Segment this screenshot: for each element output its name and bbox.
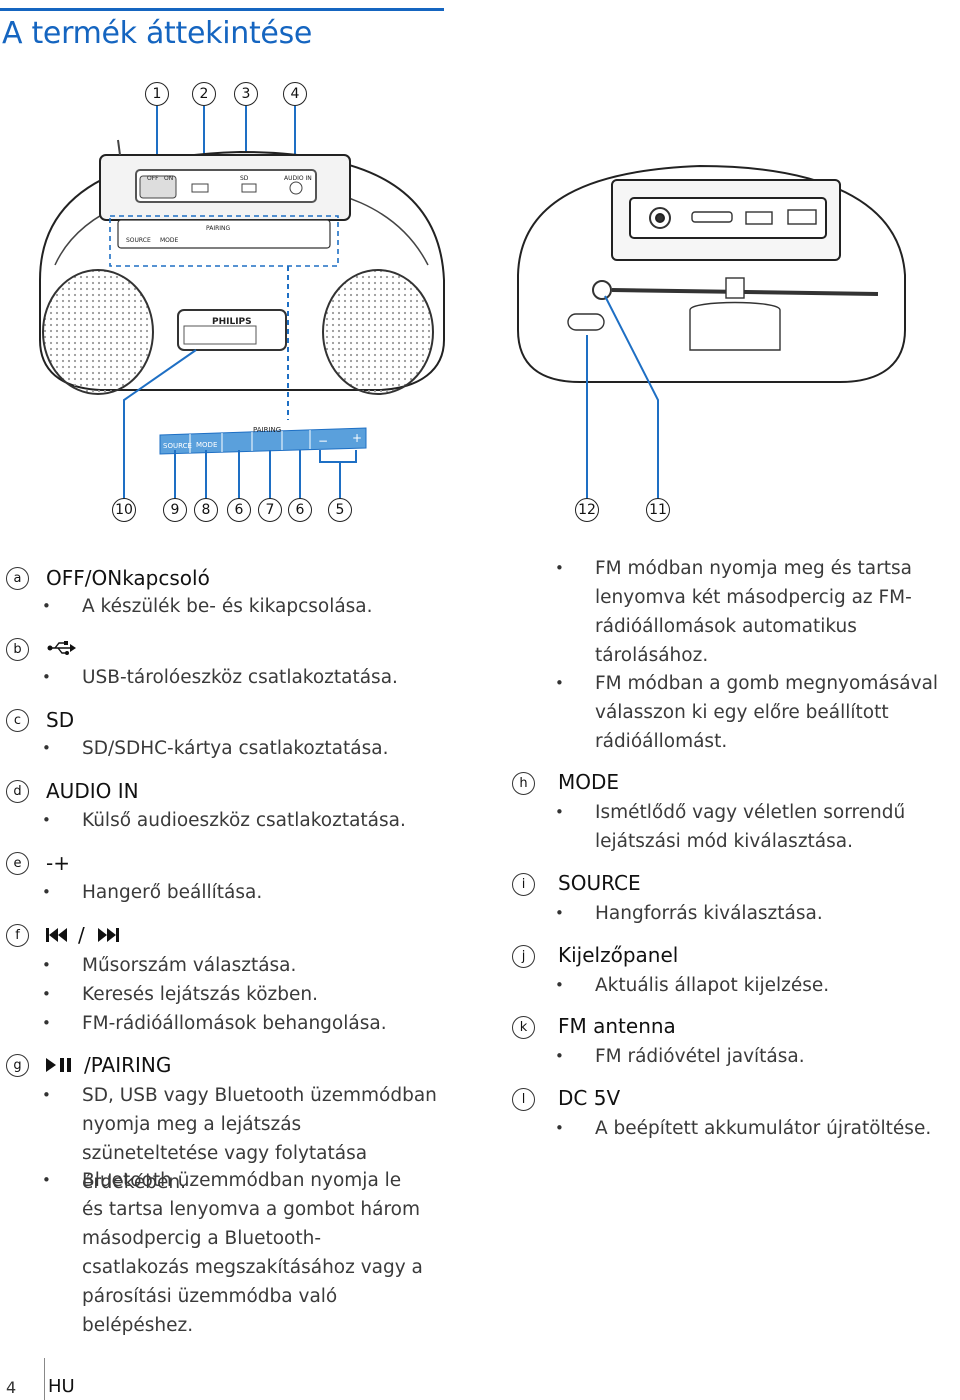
boombox-front	[39, 139, 445, 395]
item-num-1: a	[6, 567, 29, 590]
item-9-bullet: Hangforrás kiválasztása.	[555, 899, 940, 928]
item-num-5: e	[6, 852, 29, 875]
callout-8: 8	[194, 498, 218, 522]
callout-4: 4	[283, 82, 307, 106]
callout-6a: 6	[227, 498, 251, 522]
language-code: HU	[48, 1376, 75, 1397]
prev-icon	[46, 928, 67, 942]
minus-label: −	[318, 434, 328, 448]
item-8-bullet: Ismétlődő vagy véletlen sorrendű lejátsz…	[555, 798, 940, 856]
callout-3: 3	[234, 82, 258, 106]
brand-label: PHILIPS	[212, 317, 252, 327]
item-5-bullet: Hangerő beállítása.	[42, 878, 422, 907]
page-number: 4	[6, 1378, 17, 1397]
audio-in-label: AUDIO IN	[284, 175, 312, 182]
item-num-8: h	[512, 772, 535, 795]
callout-6b: 6	[288, 498, 312, 522]
item-title-12: DC 5V	[558, 1086, 621, 1110]
page-title: A termék áttekintése	[2, 16, 313, 51]
usb-icon	[47, 641, 76, 655]
button-strip-zoom	[159, 427, 367, 455]
item-10-bullet: Aktuális állapot kijelzése.	[555, 971, 940, 1000]
callout-7: 7	[258, 498, 282, 522]
callout-12: 12	[575, 498, 599, 522]
item-7-bullet-1: SD, USB vagy Bluetooth üzemmódban nyomja…	[42, 1081, 442, 1197]
next-icon	[98, 928, 119, 942]
item-num-12: l	[512, 1088, 535, 1111]
item-num-2: b	[6, 638, 29, 661]
item-12-bullet: A beépített akkumulátor újratöltése.	[555, 1114, 940, 1143]
boombox-back	[517, 164, 906, 383]
play-pause-icon	[46, 1058, 71, 1072]
item-title-7: /PAIRING	[84, 1053, 172, 1077]
item-title-1: OFF/ONkapcsoló	[46, 566, 210, 590]
item-6-bullet-1: Műsorszám választása.	[42, 951, 422, 980]
product-diagram: PHILIPS OFF ON SD AUDIO IN PAIRING SOURC…	[39, 106, 906, 500]
item-num-11: k	[512, 1016, 535, 1039]
mode-label: MODE	[196, 441, 217, 449]
bottom-leader-lines	[123, 349, 357, 500]
item-title-9: SOURCE	[558, 871, 641, 895]
header-rule	[0, 8, 444, 11]
off-label: OFF	[147, 175, 159, 182]
sd-label: SD	[240, 175, 249, 182]
callout-10: 10	[112, 498, 136, 522]
plus-label: +	[352, 431, 362, 445]
callout-5: 5	[328, 498, 352, 522]
item-1-bullet: A készülék be- és kikapcsolása.	[42, 592, 422, 621]
item-11-bullet: FM rádióvétel javítása.	[555, 1042, 940, 1071]
item-4-bullet: Külső audioeszköz csatlakoztatása.	[42, 806, 422, 835]
item-title-10: Kijelzőpanel	[558, 943, 679, 967]
pairing-label-small: PAIRING	[206, 225, 231, 232]
on-label: ON	[164, 175, 173, 182]
item-num-4: d	[6, 780, 29, 803]
item-title-4: AUDIO IN	[46, 779, 139, 803]
source-label: SOURCE	[163, 442, 192, 450]
item-num-7: g	[6, 1054, 29, 1077]
callout-2: 2	[192, 82, 216, 106]
item-num-10: j	[512, 945, 535, 968]
item-num-6: f	[6, 924, 29, 947]
item-num-9: i	[512, 873, 535, 896]
item-7-bullet-2: Bluetooth üzemmódban nyomja le és tartsa…	[42, 1166, 427, 1340]
item-2-bullet: USB-tárolóeszköz csatlakoztatása.	[42, 663, 422, 692]
item-title-6: /	[78, 923, 85, 947]
item-title-3: SD	[46, 708, 75, 732]
source-label-small: SOURCE	[126, 237, 151, 244]
callout-9: 9	[163, 498, 187, 522]
item-3-bullet: SD/SDHC-kártya csatlakoztatása.	[42, 734, 422, 763]
item-title-5: -+	[46, 851, 70, 875]
continued-bullet-1: FM módban nyomja meg és tartsa lenyomva …	[555, 554, 940, 670]
item-num-3: c	[6, 709, 29, 732]
pairing-label: PAIRING	[253, 426, 281, 434]
mode-label-small: MODE	[160, 237, 179, 244]
item-6-bullet-3: FM-rádióállomások behangolása.	[42, 1009, 422, 1038]
callout-1: 1	[145, 82, 169, 106]
item-6-bullet-2: Keresés lejátszás közben.	[42, 980, 422, 1009]
continued-bullet-2: FM módban a gomb megnyomásával válasszon…	[555, 669, 940, 756]
footer-divider	[44, 1358, 46, 1400]
item-title-8: MODE	[558, 770, 620, 794]
callout-11: 11	[646, 498, 670, 522]
item-title-11: FM antenna	[558, 1014, 676, 1038]
